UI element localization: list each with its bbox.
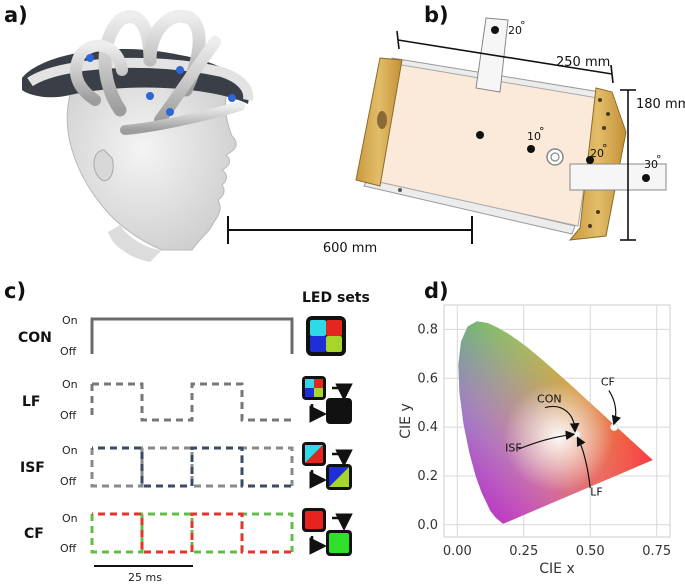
x-tick-label: 0.25 — [509, 544, 538, 559]
off-label: Off — [60, 542, 77, 555]
annotation-cf-label: CF — [601, 376, 615, 389]
light-tube-3 — [70, 39, 128, 106]
on-label: On — [62, 378, 78, 391]
con-waveform — [90, 317, 294, 354]
distance-label: 600 mm — [323, 241, 377, 256]
fixation-dot-right-outer — [642, 174, 650, 182]
cie-axis-ticks: 0.00 0.25 0.50 0.75 0.0 0.2 0.4 0.6 0.8 — [417, 322, 671, 559]
x-tick-label: 0.75 — [642, 544, 671, 559]
distance-dimension: 600 mm — [227, 216, 473, 256]
condition-label-cf: CF — [24, 526, 44, 542]
blue-led-dot — [86, 54, 94, 62]
light-tube-1 — [98, 10, 157, 117]
cf-waveform — [90, 512, 294, 554]
led-icon-lf — [302, 376, 353, 424]
angle-top-label: 20 — [508, 24, 522, 37]
off-label: Off — [60, 345, 77, 358]
panel-b-label: b) — [424, 3, 449, 27]
fixation-dot-top — [491, 26, 499, 34]
y-tick-label: 0.0 — [417, 518, 438, 533]
angle-right-inner-label: 20 — [590, 147, 604, 160]
lf-waveform — [92, 382, 292, 422]
panel-a-label: a) — [4, 3, 28, 27]
annotation-lf-arrow — [576, 436, 591, 489]
point-cf — [610, 423, 619, 432]
right-tab — [569, 163, 667, 191]
head-shape — [66, 66, 237, 251]
frame-slot — [377, 111, 387, 129]
panel-d-label: d) — [424, 279, 449, 303]
off-label: Off — [60, 475, 77, 488]
led-icon-cf — [302, 508, 353, 556]
off-label: Off — [60, 409, 77, 422]
on-label: On — [62, 314, 78, 327]
led-sets-title: LED sets — [302, 290, 370, 306]
light-tube-5 — [120, 101, 245, 135]
led-icon-con — [306, 316, 346, 356]
y-axis-label: CIE y — [398, 403, 414, 439]
x-axis-label: CIE x — [539, 561, 575, 577]
condition-label-isf: ISF — [20, 460, 45, 476]
fixation-dot-10 — [527, 145, 535, 153]
x-tick-label: 0.50 — [576, 544, 605, 559]
light-tube-4 — [154, 36, 221, 126]
headset-ring — [27, 57, 254, 101]
x-tick-label: 0.00 — [443, 544, 472, 559]
point-con-isf-lf — [573, 430, 581, 438]
led-panel-illustration — [355, 17, 667, 241]
annotation-lf-label: LF — [590, 485, 602, 498]
ear-shape — [93, 149, 114, 182]
condition-label-lf: LF — [22, 394, 40, 410]
blue-led-dot — [176, 66, 184, 74]
blue-led-dot — [228, 94, 236, 102]
height-dimension: 180 mm — [620, 89, 685, 241]
width-dimension: 250 mm — [396, 30, 614, 84]
angle-mid-label: 10 — [527, 130, 541, 143]
head-illustration — [22, 9, 254, 262]
degree-symbol: ° — [520, 19, 526, 32]
on-label: On — [62, 512, 78, 525]
blue-led-dot — [146, 92, 154, 100]
cie-data-marks: CON ISF LF CF — [505, 376, 621, 498]
width-label: 250 mm — [556, 55, 610, 70]
fixation-dot-right-inner — [586, 156, 594, 164]
annotation-con-label: CON — [537, 393, 562, 406]
neck-shape — [108, 225, 162, 262]
blue-led-dot — [166, 108, 174, 116]
condition-label-con: CON — [18, 330, 52, 346]
led-icon-isf — [302, 442, 353, 490]
y-tick-label: 0.4 — [417, 420, 438, 435]
y-tick-label: 0.2 — [417, 469, 438, 484]
height-label: 180 mm — [636, 97, 685, 112]
fixation-dot-center — [476, 131, 484, 139]
degree-symbol: ° — [656, 153, 662, 166]
annotation-isf-arrow — [518, 430, 576, 450]
on-label: On — [62, 444, 78, 457]
annotation-cf-arrow — [608, 390, 621, 426]
angle-right-outer-label: 30 — [644, 158, 658, 171]
isf-waveform — [90, 446, 294, 488]
annotation-con-arrow — [544, 405, 580, 433]
scale-bar-label: 25 ms — [128, 571, 162, 584]
panel-c-label: c) — [4, 279, 26, 303]
y-tick-label: 0.6 — [417, 371, 438, 386]
degree-symbol: ° — [602, 142, 608, 155]
degree-symbol: ° — [539, 125, 545, 138]
annotation-isf-label: ISF — [505, 442, 522, 455]
y-tick-label: 0.8 — [417, 322, 438, 337]
